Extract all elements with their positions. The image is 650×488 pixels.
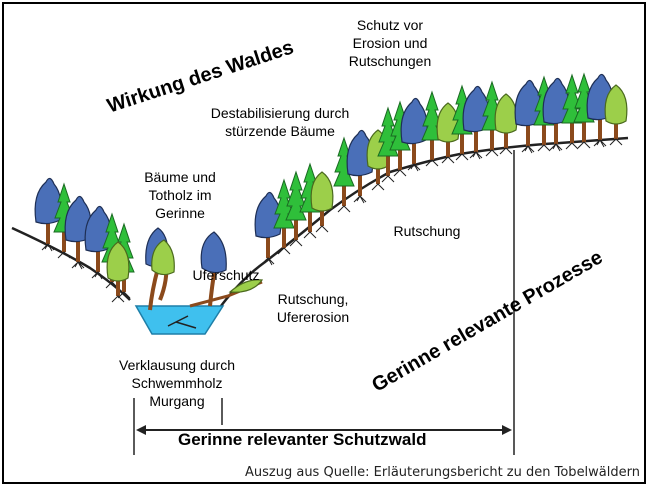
label-destabilisierung: Destabilisierung durch stürzende Bäume [210, 105, 350, 139]
label-baeume-totholz: Bäume und Totholz im Gerinne [144, 169, 216, 221]
label-uferschutz: Uferschutz [192, 267, 260, 283]
left-bank-trees [33, 176, 136, 304]
arrow-head-right [502, 425, 512, 435]
label-schutzwald: Gerinne relevanter Schutzwald [178, 430, 427, 449]
channel-trees [145, 227, 264, 329]
diagram-frame [2, 2, 646, 484]
label-schutz-erosion: Schutz vor Erosion und Rutschungen [348, 17, 432, 69]
label-rutschung-ufererosion: Rutschung, Ufererosion [276, 291, 350, 325]
arrow-head-left [136, 425, 146, 435]
label-rutschung: Rutschung [393, 223, 461, 239]
label-verklausung: Verklausung durch Schwemmholz Murgang [119, 357, 235, 409]
source-caption: Auszug aus Quelle: Erläuterungsbericht z… [245, 465, 640, 480]
